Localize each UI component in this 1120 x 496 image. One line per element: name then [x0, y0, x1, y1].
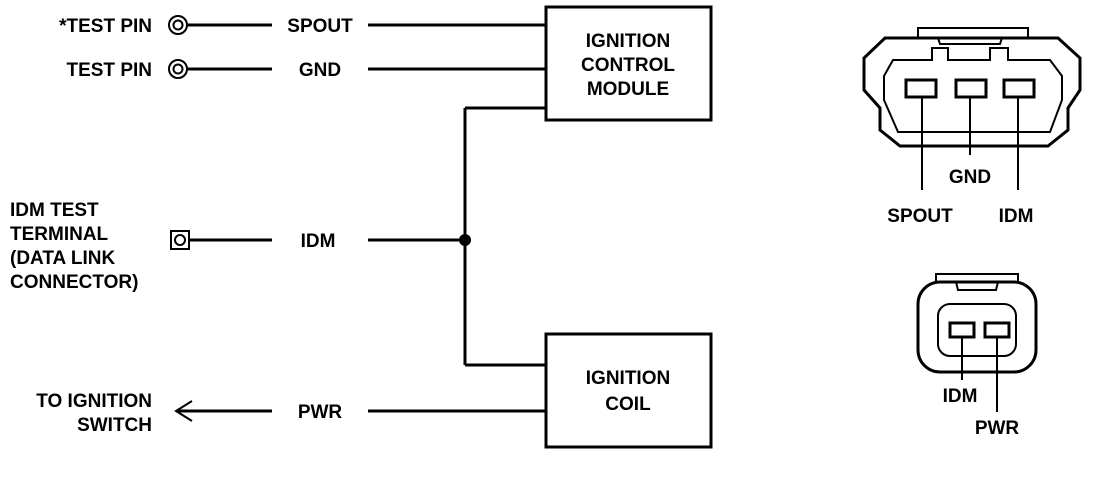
wire-label-idm: IDM [301, 231, 336, 252]
test-pin-star-label: *TEST PIN [59, 16, 152, 37]
test-pin-label: TEST PIN [66, 60, 152, 81]
terminal-gnd [954, 78, 988, 99]
icm-label-line2: CONTROL [581, 55, 675, 76]
terminal-spout [904, 78, 938, 99]
icm-connector-3pin: GND SPOUT IDM [862, 27, 1082, 227]
coil-label-line1: IGNITION [586, 368, 670, 389]
idm-bus [459, 106, 546, 367]
test-pin-gnd-icon [168, 59, 188, 79]
arrow-left-icon [174, 400, 193, 422]
icm-label-line3: MODULE [587, 79, 669, 100]
ignition-switch-label-line2: SWITCH [77, 415, 152, 436]
pwr-row: TO IGNITION SWITCH PWR [36, 391, 546, 436]
coil-connector-idm-label: IDM [943, 386, 978, 407]
idm-terminal-label-line2: TERMINAL [10, 224, 109, 245]
wire-label-gnd: GND [299, 60, 341, 81]
icm-connector-idm-label: IDM [999, 206, 1034, 227]
idm-terminal-label-line4: CONNECTOR) [10, 272, 138, 293]
idm-terminal-label-line3: (DATA LINK [10, 248, 115, 269]
icm-connector-spout-label: SPOUT [887, 206, 953, 227]
idm-terminal-label-line1: IDM TEST [10, 200, 99, 221]
ignition-control-module-box: IGNITION CONTROL MODULE [544, 5, 713, 122]
idm-test-terminal-icon [170, 230, 190, 250]
ignition-switch-label-line1: TO IGNITION [36, 391, 152, 412]
spout-row: *TEST PIN SPOUT [59, 15, 546, 37]
wire-label-pwr: PWR [298, 402, 343, 423]
terminal-idm [1002, 78, 1036, 99]
terminal-coil-idm [948, 321, 976, 339]
coil-connector-2pin: IDM PWR [916, 273, 1038, 439]
ignition-coil-box: IGNITION COIL [544, 332, 713, 449]
gnd-row: TEST PIN GND [66, 59, 546, 81]
terminal-coil-pwr [983, 321, 1011, 339]
idm-row: IDM TEST TERMINAL (DATA LINK CONNECTOR) … [10, 200, 465, 293]
icm-label-line1: IGNITION [586, 31, 670, 52]
coil-label-line2: COIL [605, 394, 651, 415]
wire-label-spout: SPOUT [287, 16, 353, 37]
coil-connector-pwr-label: PWR [975, 418, 1020, 439]
test-pin-spout-icon [168, 15, 188, 35]
icm-connector-gnd-label: GND [949, 167, 991, 188]
